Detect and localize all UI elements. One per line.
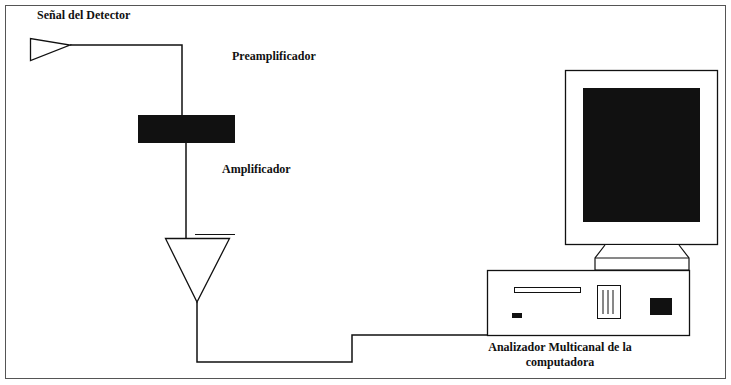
monitor-stand-line	[595, 258, 689, 259]
power-led	[512, 313, 522, 318]
computer-analyzer-outline	[487, 68, 720, 338]
computer-case	[488, 271, 690, 336]
drive-bay-line	[613, 290, 614, 314]
detector-triangle	[31, 39, 71, 61]
detector-symbol-outline	[30, 36, 70, 62]
amplifier-symbol: Amplificador	[165, 238, 230, 302]
border-frame	[6, 6, 726, 379]
signal-wire	[70, 45, 182, 115]
signal-wire	[185, 143, 187, 238]
preamplifier-block: Preamplificador	[138, 115, 235, 143]
drive-bay	[598, 286, 621, 319]
monitor-screen	[583, 88, 700, 222]
power-button	[650, 298, 672, 315]
monitor-frame	[566, 71, 718, 245]
monitor-stand	[595, 245, 689, 270]
drive-bay-line	[603, 290, 604, 314]
computer-analyzer: Analizador Multicanal de la computadora	[487, 68, 720, 338]
amplifier-triangle	[166, 239, 230, 303]
amplifier-mark	[195, 234, 235, 235]
signal-wire	[197, 302, 487, 362]
amplifier-symbol-outline	[165, 238, 230, 302]
preamplifier-block-outline	[138, 115, 235, 143]
component-label: Amplificador	[222, 162, 291, 177]
component-label: Analizador Multicanal de la computadora	[485, 340, 635, 370]
component-label: Señal del Detector	[37, 8, 130, 23]
drive-slot	[515, 288, 581, 293]
detector-symbol: Señal del Detector	[30, 36, 70, 62]
component-label: Preamplificador	[232, 49, 316, 64]
preamplifier-rect	[138, 115, 235, 143]
drive-bay-line	[608, 290, 609, 314]
